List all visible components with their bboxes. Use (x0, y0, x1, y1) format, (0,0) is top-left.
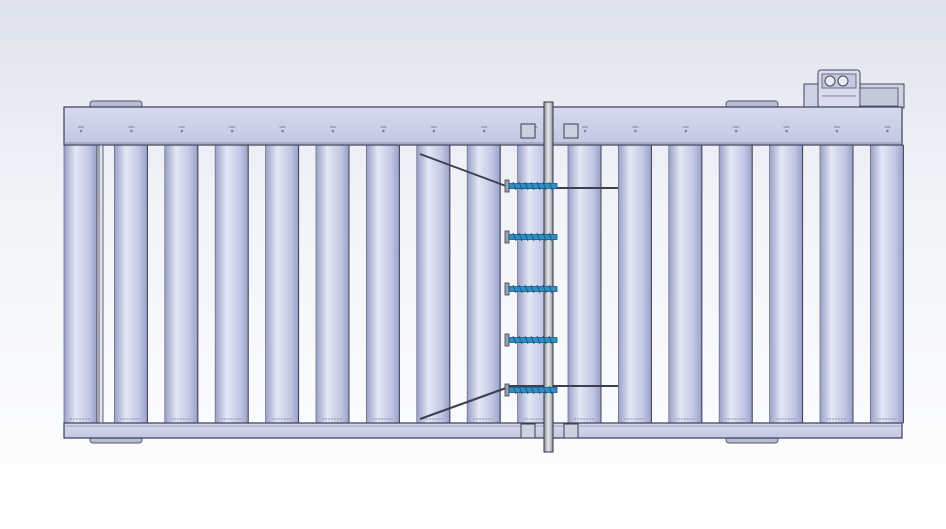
roller (214, 144, 249, 424)
diverter-arms (419, 153, 618, 420)
roller (819, 144, 854, 424)
shaft-clamp-bottom-left (520, 423, 536, 439)
bolt-bracket (504, 333, 558, 347)
bolt-bracket (504, 383, 558, 397)
roller (769, 144, 804, 424)
roller (265, 144, 300, 424)
top-frame-rail (63, 106, 903, 146)
central-shaft (520, 101, 579, 453)
roller (164, 144, 199, 424)
shaft-clamp-bottom-right (563, 423, 579, 439)
bolt-bracket (504, 230, 558, 244)
shaft-clamp-top-right (563, 123, 579, 139)
roller (315, 144, 350, 424)
left-guide-bar (98, 144, 104, 424)
roller (466, 144, 501, 424)
roller (63, 144, 98, 424)
roller (416, 144, 451, 424)
roller (870, 144, 904, 424)
roller (668, 144, 703, 424)
roller (365, 144, 400, 424)
roller (567, 144, 602, 424)
drive-motor (803, 69, 905, 109)
bottom-frame-rail (63, 422, 903, 439)
roller (618, 144, 652, 424)
bolt-bracket-group (504, 179, 558, 397)
bolt-bracket (504, 282, 558, 296)
roller (114, 144, 148, 424)
bolt-bracket (504, 179, 558, 193)
roller (718, 144, 753, 424)
roller-group (63, 144, 904, 424)
shaft-clamp-top-left (520, 123, 536, 139)
